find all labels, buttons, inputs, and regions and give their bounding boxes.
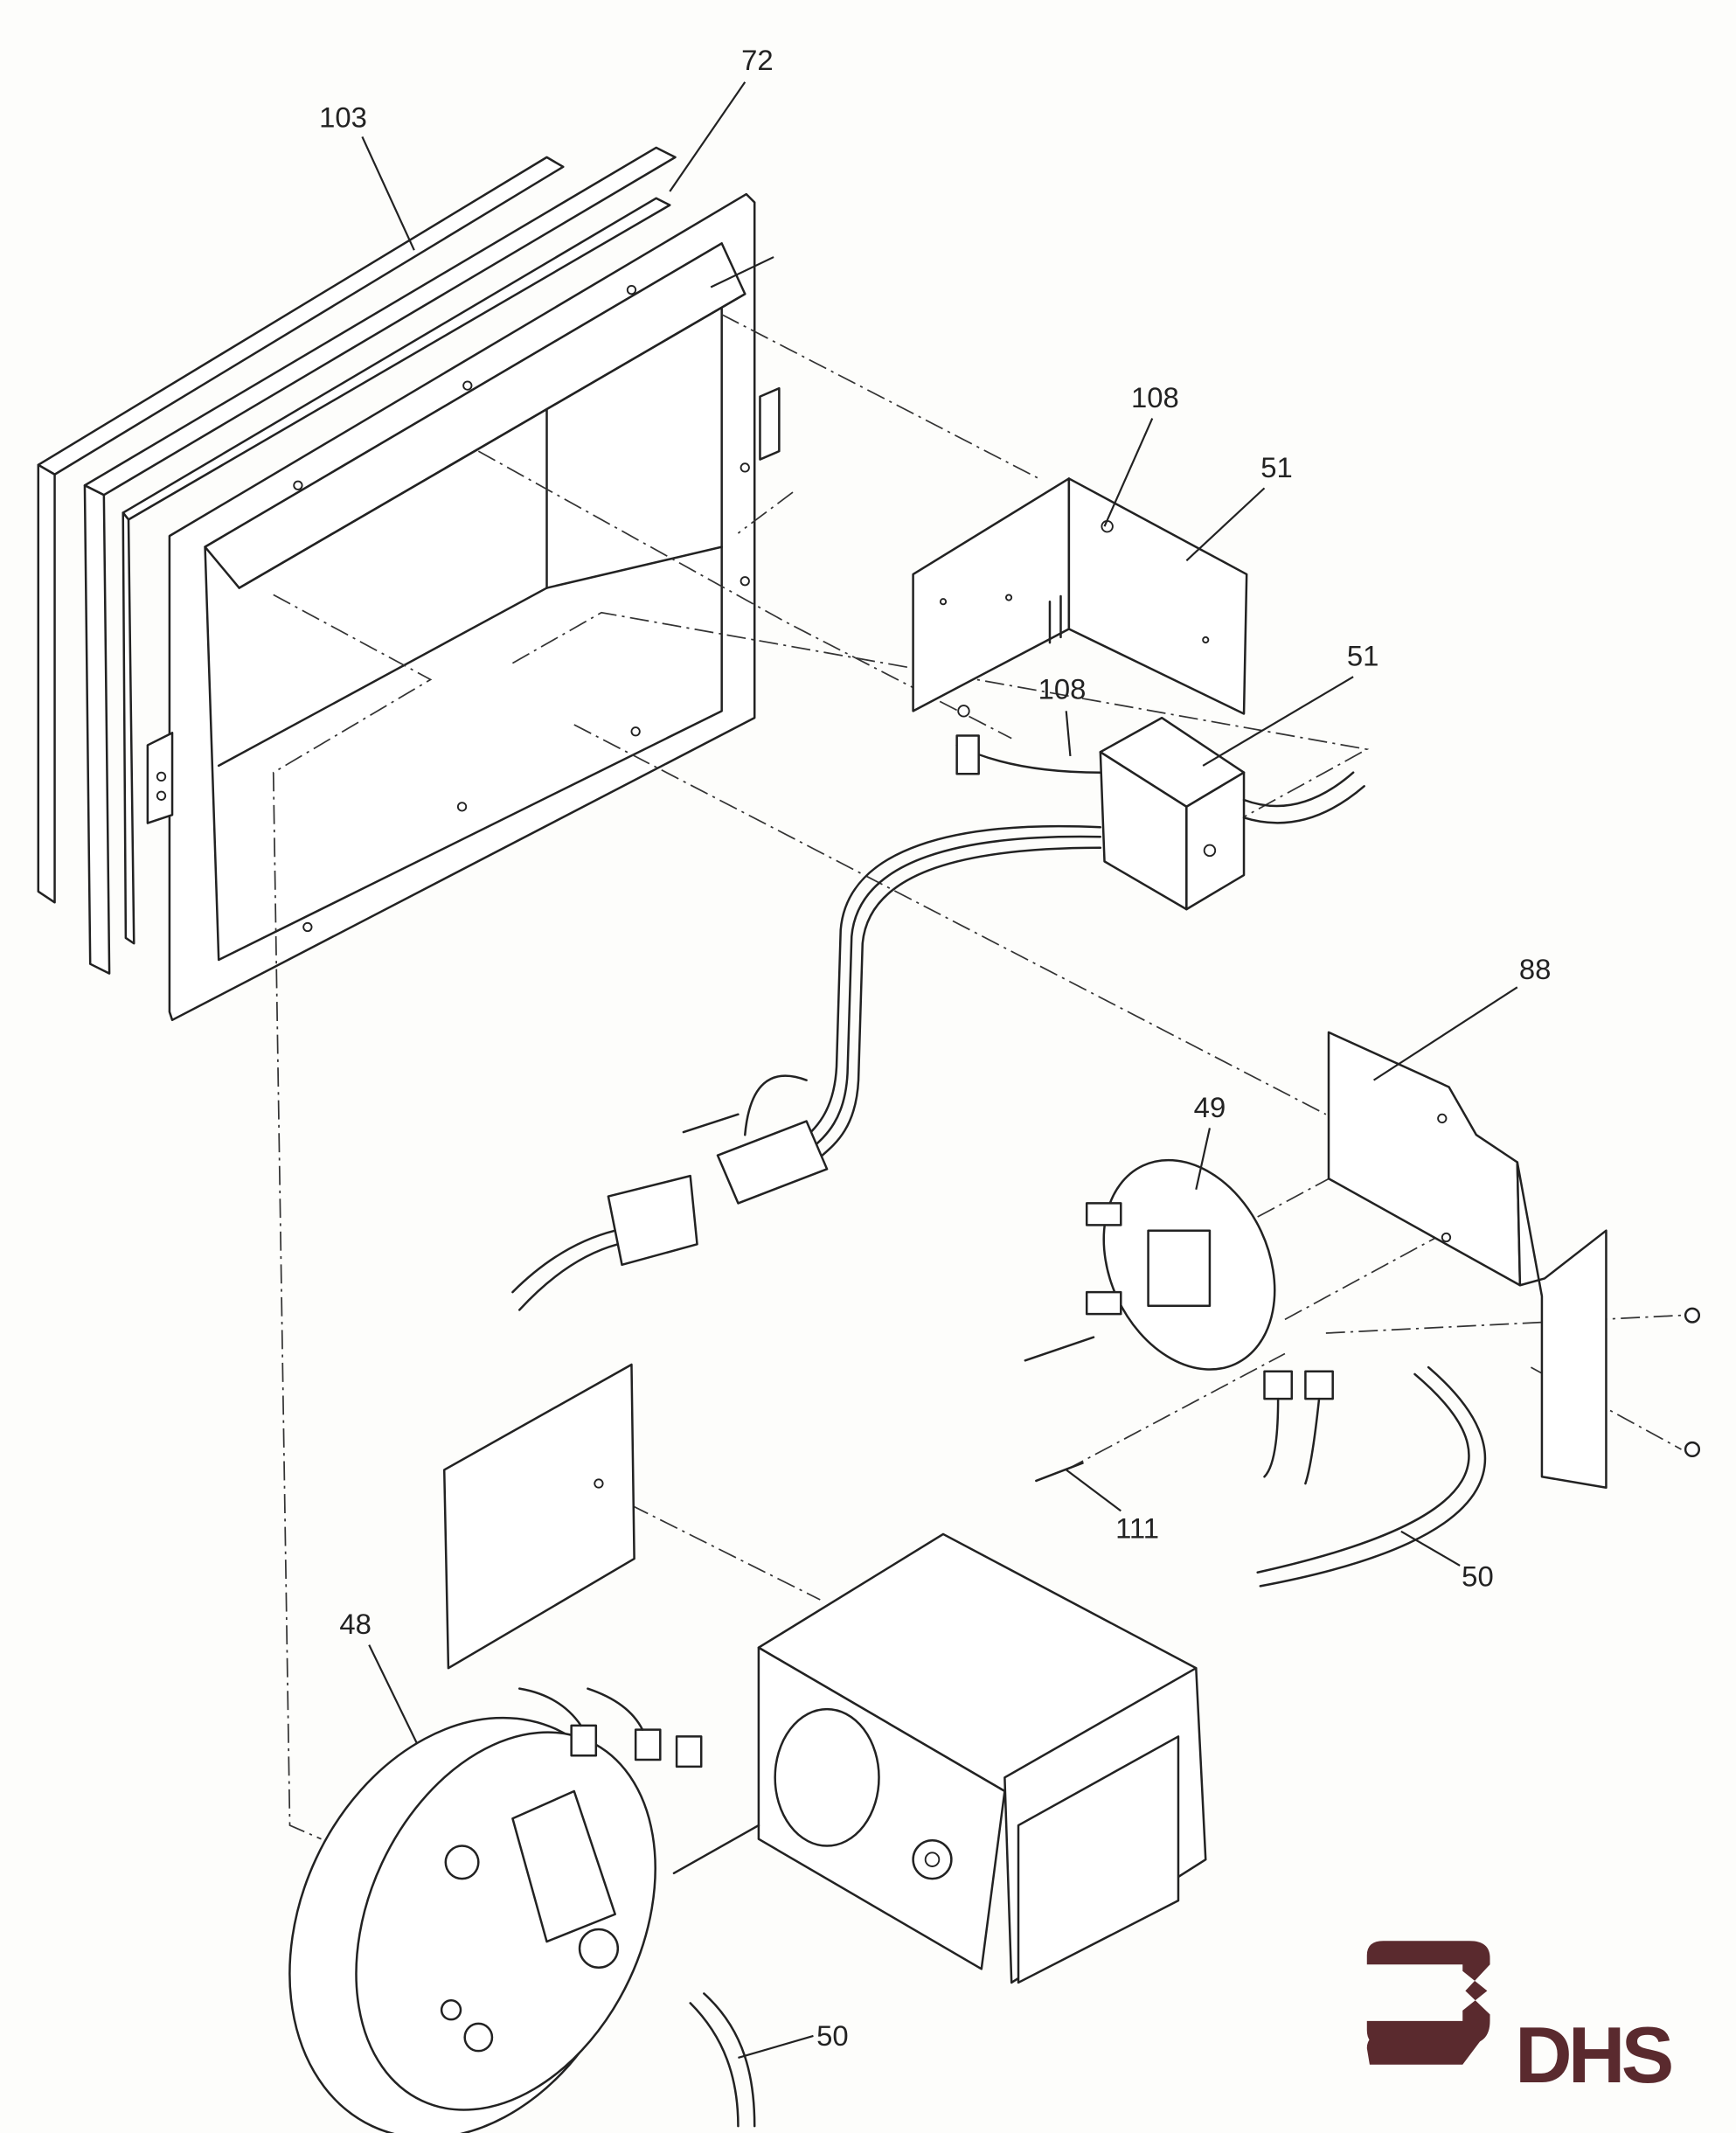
fan-48 — [288, 1687, 703, 2133]
frame-72 — [146, 192, 781, 1022]
control-box-51 — [791, 716, 1365, 1164]
label-108-b: 108 — [1038, 672, 1087, 705]
assembly-lines — [272, 313, 1682, 1840]
leader-lines — [361, 81, 1518, 2060]
gasket-plate — [442, 1363, 635, 1670]
part-labels: 103 72 108 51 108 51 88 49 111 50 48 50 — [319, 44, 1551, 2052]
bracket-51 — [912, 477, 1248, 718]
dhs-logo: DHS — [1366, 1941, 1675, 2100]
logo-text: DHS — [1515, 2011, 1671, 2100]
label-108: 108 — [1131, 381, 1179, 413]
fan-housing — [672, 1532, 1207, 1984]
label-49: 49 — [1194, 1091, 1226, 1123]
label-88: 88 — [1519, 953, 1552, 985]
label-48: 48 — [339, 1608, 372, 1640]
hose-50 — [689, 1365, 1487, 2128]
label-103: 103 — [319, 101, 367, 133]
plate-88 — [1327, 1031, 1608, 1489]
pressure-switch-49 — [1024, 1158, 1334, 1485]
label-51-b: 51 — [1347, 640, 1379, 672]
connectors — [511, 1074, 829, 1311]
label-72: 72 — [741, 44, 774, 76]
label-50: 50 — [1462, 1560, 1494, 1592]
label-51: 51 — [1260, 451, 1293, 483]
label-111: 111 — [1115, 1512, 1159, 1545]
casing-103 — [37, 146, 677, 975]
label-50-b: 50 — [816, 2019, 849, 2052]
